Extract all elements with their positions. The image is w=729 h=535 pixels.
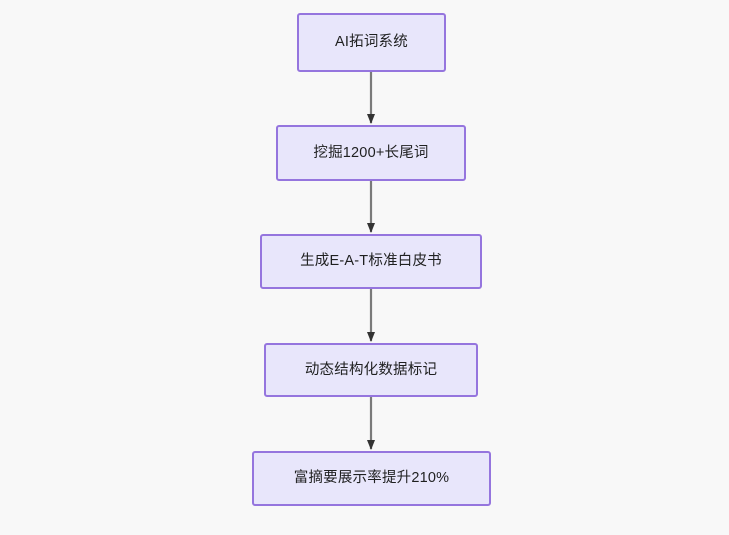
flow-node-label: 挖掘1200+长尾词: [313, 144, 429, 161]
flow-node-label: 富摘要展示率提升210%: [293, 470, 450, 487]
flow-node-label: 生成E-A-T标准白皮书: [300, 253, 442, 270]
flow-node-label: AI拓词系统: [335, 34, 408, 51]
flow-node-rich-snippet-result[interactable]: 富摘要展示率提升210%: [252, 451, 491, 506]
flow-node-ai-keyword-system[interactable]: AI拓词系统: [297, 13, 446, 72]
flow-node-eat-whitepaper[interactable]: 生成E-A-T标准白皮书: [260, 234, 482, 289]
flow-node-label: 动态结构化数据标记: [304, 361, 438, 378]
flow-node-longtail-keywords[interactable]: 挖掘1200+长尾词: [276, 125, 466, 181]
flow-node-structured-data-markup[interactable]: 动态结构化数据标记: [264, 343, 478, 397]
